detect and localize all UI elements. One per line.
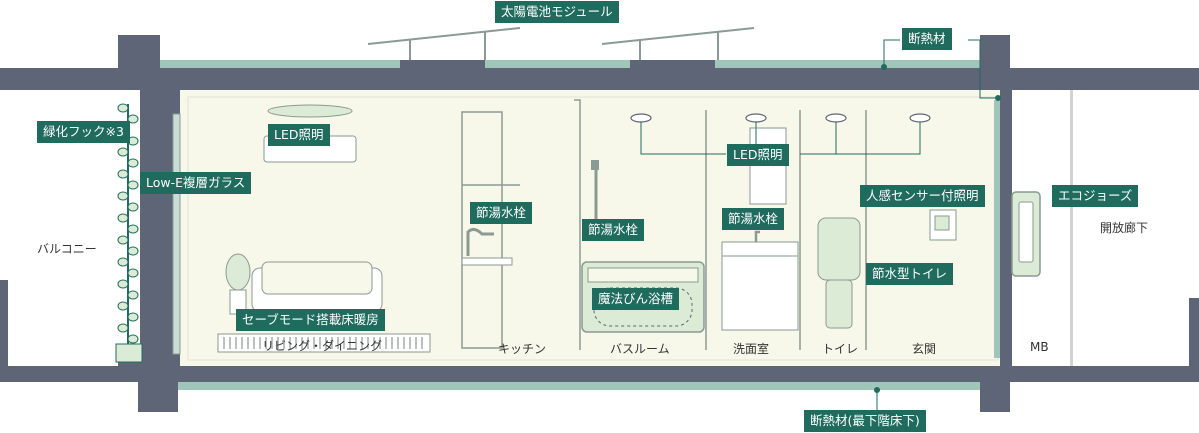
vine-leaf (117, 235, 129, 245)
corridor-post (1070, 90, 1073, 366)
solar-panel-2 (601, 27, 755, 60)
vine-leaf (117, 191, 129, 201)
vine-leaf (117, 301, 129, 311)
toilet-tank (817, 217, 861, 281)
room-washroom: 洗面室 (733, 342, 770, 356)
planter-pot (115, 343, 143, 363)
vine-leaf (117, 279, 129, 289)
tag-thermos-bath: 魔法びん浴槽 (592, 288, 680, 310)
solar-panel-1 (367, 27, 521, 60)
tag-faucet-bath: 節湯水栓 (582, 219, 645, 241)
tag-floor-heating: セーブモード搭載床暖房 (236, 309, 385, 331)
bathtub-rim (587, 267, 699, 283)
tag-motion-light: 人感センサー付照明 (860, 185, 985, 207)
kitchen-counter (461, 257, 513, 266)
tag-faucet-wash: 節湯水栓 (722, 208, 785, 230)
led-callout-lines (640, 122, 921, 155)
room-balcony: バルコニー (37, 242, 97, 256)
vine-leaf (127, 290, 139, 300)
room-bathroom: バスルーム (610, 342, 670, 356)
vine-leaf (127, 114, 139, 124)
vine-leaf (117, 103, 129, 113)
vine-leaf (127, 268, 139, 278)
vine-leaf (127, 224, 139, 234)
floor-heating-mat (217, 333, 431, 353)
tag-lowe-glass: Low-E複層ガラス (140, 172, 252, 194)
parapet-left-cap (118, 35, 140, 45)
tag-water-toilet: 節水型トイレ (866, 263, 954, 285)
sofa-back (261, 261, 373, 295)
vine-leaf (117, 169, 129, 179)
roof-slab (0, 68, 1199, 90)
corridor-end (1189, 298, 1199, 370)
parapet-right (980, 35, 1010, 68)
vanity-basin (721, 241, 799, 257)
ceiling-downlights (630, 113, 931, 123)
room-corridor: 開放廊下 (1100, 221, 1149, 235)
vine-leaf (117, 213, 129, 223)
vine-leaf (117, 323, 129, 333)
solar-mount-1 (400, 60, 485, 70)
insulation-callout-lines (876, 39, 998, 410)
insulation-dot-roof (881, 64, 887, 70)
tag-faucet-kitchen: 節湯水栓 (470, 202, 533, 224)
room-kitchen: キッチン (498, 342, 547, 356)
water-heater-inner (1018, 201, 1034, 263)
room-toilet: トイレ (822, 342, 859, 356)
shower-head (591, 160, 599, 170)
room-mb: MB (1030, 340, 1049, 354)
solar-mount-2 (630, 60, 715, 70)
floor-beam-right (980, 366, 1010, 412)
vine-leaf (127, 334, 139, 344)
insulation-dot-wall (995, 95, 1001, 101)
insulation-dot-floor (874, 387, 880, 393)
toilet-bowl (825, 279, 853, 329)
sensor-panel-inner (934, 215, 950, 231)
right-wall (1000, 90, 1012, 366)
plant (225, 253, 251, 315)
vine-leaf (117, 147, 129, 157)
tag-solar-module: 太陽電池モジュール (495, 1, 619, 23)
vanity-faucet (754, 230, 760, 242)
tag-led-shared: LED照明 (727, 144, 789, 166)
roof-insulation (160, 60, 980, 68)
room-partitions (461, 99, 867, 350)
balcony-planter-base (118, 360, 140, 370)
vine-leaf (127, 312, 139, 322)
vine-leaf (127, 158, 139, 168)
vanity-cabinet (721, 255, 799, 331)
left-end-post (0, 280, 8, 370)
tag-eco-jozu: エコジョーズ (1052, 185, 1139, 207)
vanity-mirror (749, 127, 787, 205)
tag-led-living: LED照明 (268, 124, 330, 146)
vine-leaf (127, 246, 139, 256)
right-wall-insulation (994, 100, 1000, 358)
tag-insulation-roof: 断熱材 (902, 28, 952, 50)
kitchen-faucet (466, 227, 494, 256)
tag-insulation-floor: 断熱材(最下階床下) (804, 410, 926, 432)
ceiling-led-light (267, 104, 353, 118)
floor-heating-pattern (223, 337, 423, 349)
room-living: リビング・ダイニング (262, 339, 383, 353)
vine-leaf (127, 180, 139, 190)
floor-insulation (178, 382, 980, 390)
floor-beam-left (138, 366, 178, 412)
lowe-glass-pane (172, 113, 181, 355)
vine-leaf (117, 257, 129, 267)
room-entrance: 玄関 (912, 342, 937, 356)
tag-green-hook: 緑化フック※3 (37, 121, 130, 143)
vine-leaf (127, 202, 139, 212)
floor-slab (0, 366, 1199, 382)
